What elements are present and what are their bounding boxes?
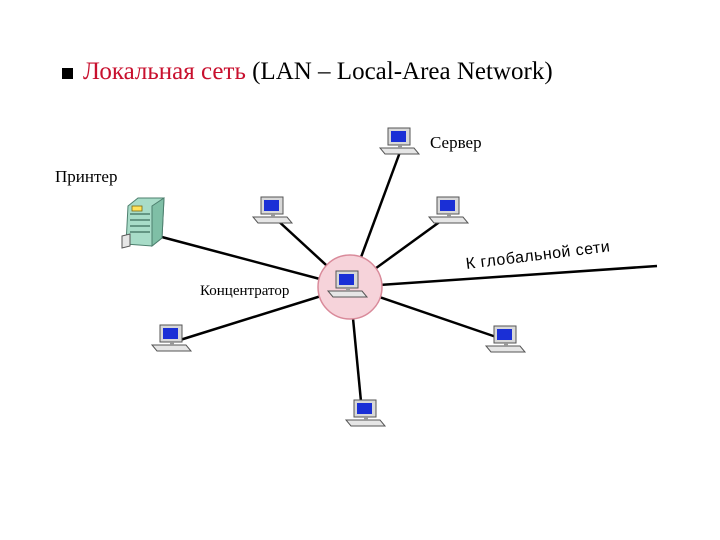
computer-icon [428,196,469,224]
computer-icon [345,399,386,427]
server-computer-icon [379,127,420,155]
slide-title: Локальная сеть (LAN – Local-Area Network… [62,58,553,86]
title-russian: Локальная сеть [83,58,246,85]
link-global-network [349,264,658,289]
computer-icon [252,196,293,224]
title-english: (LAN – Local-Area Network) [252,58,553,85]
link-printer [157,234,351,289]
computer-icon [485,325,526,353]
server-label: Сервер [430,133,482,152]
connection-lines [157,151,658,413]
printer-icon [121,197,165,249]
bullet-square-icon [62,67,73,79]
hub-label: Концентратор [200,283,290,299]
printer-label: Принтер [55,167,118,186]
